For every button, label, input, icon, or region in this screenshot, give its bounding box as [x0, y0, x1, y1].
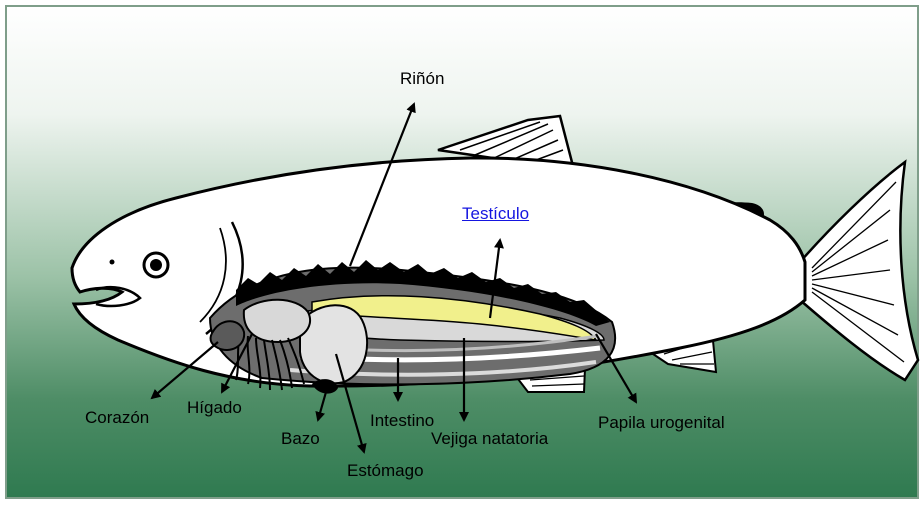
label-spleen: Bazo [281, 430, 320, 447]
label-swim-bladder: Vejiga natatoria [431, 430, 548, 447]
label-liver: Hígado [187, 399, 242, 416]
label-intestine: Intestino [370, 412, 434, 429]
label-stomach: Estómago [347, 462, 424, 479]
label-urogenital-papilla: Papila urogenital [598, 414, 725, 431]
label-heart: Corazón [85, 409, 149, 426]
link-testicle[interactable]: Testículo [462, 205, 529, 222]
liver-organ [244, 300, 310, 342]
label-kidney: Riñón [400, 70, 444, 87]
